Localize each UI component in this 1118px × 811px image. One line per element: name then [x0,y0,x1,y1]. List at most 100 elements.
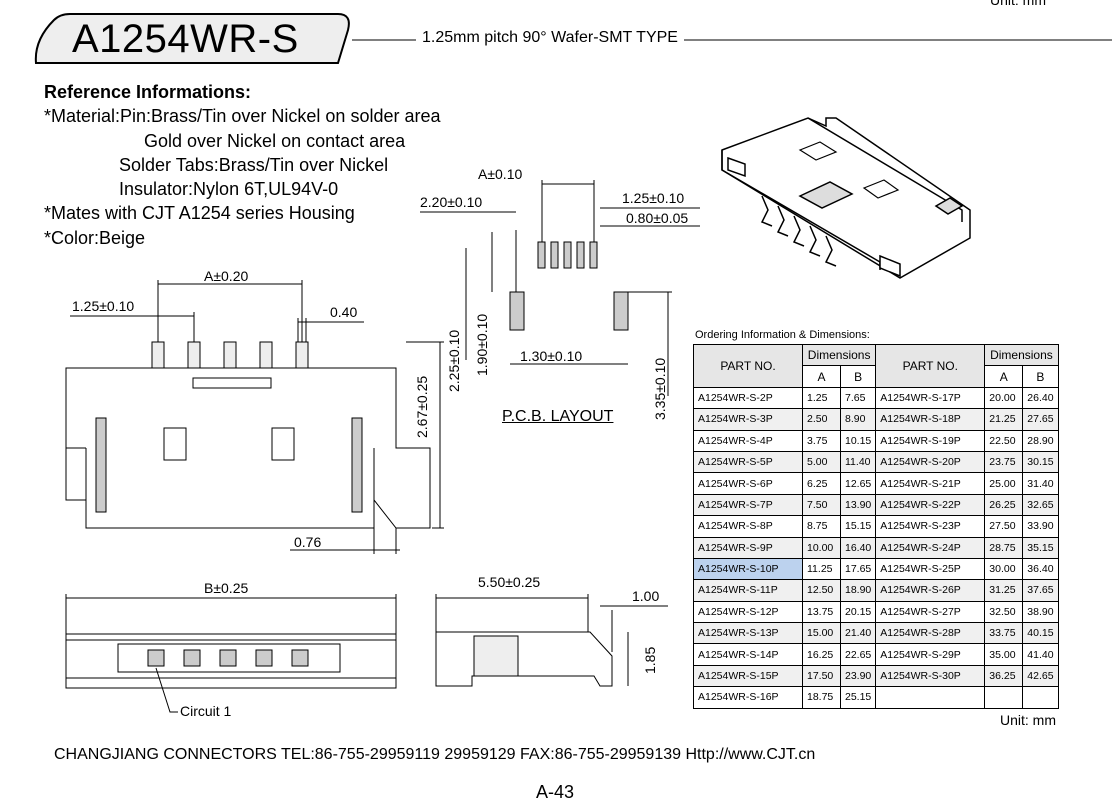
dim-pitch: 1.25±0.10 [72,298,135,314]
pcb-dim-a: A±0.10 [478,166,523,182]
pcb-dim-335: 3.35±0.10 [652,357,668,420]
table-cell: 22.50 [984,429,1024,452]
table-cell: A1254WR-S-25P [875,557,986,581]
dim-tab: 0.76 [294,534,322,550]
table-cell: A1254WR-S-8P [693,515,803,538]
table-cell: 23.90 [839,664,877,688]
table-cell: A1254WR-S-30P [875,664,986,688]
table-cell: 26.40 [1022,386,1059,410]
table-cell: A1254WR-S-2P [693,386,803,410]
title-tab-shape [34,13,350,64]
table-cell: 42.65 [1022,664,1059,688]
table-cell: 32.50 [984,600,1024,624]
table-cell: A1254WR-S-21P [875,472,986,495]
table-cell: 10.00 [802,536,841,559]
dim-side: 1.00 [632,588,660,604]
table-cell: A1254WR-S-15P [693,664,803,688]
table-cell: 12.50 [802,579,841,602]
table-cell: A1254WR-S-16P [693,686,803,709]
pcb-layout-drawing [420,180,700,396]
circuit-label: Circuit 1 [180,703,232,719]
table-cell: 30.15 [1022,450,1059,474]
table-cell: A1254WR-S-14P [693,643,803,666]
subtitle: 1.25mm pitch 90° Wafer-SMT TYPE [416,28,684,48]
table-cell: A1254WR-S-22P [875,493,986,517]
table-cell: A1254WR-S-29P [875,643,986,666]
table-cell: 28.90 [1022,429,1059,452]
table-cell [1022,686,1059,709]
col-b: B [839,365,877,388]
bottom-view-drawing [65,594,397,713]
table-cell: 18.75 [802,686,841,709]
table-cell: 5.00 [802,450,841,474]
dim-pin-width: 0.40 [330,304,358,320]
table-cell: A1254WR-S-5P [693,450,803,474]
table-cell: 15.15 [839,515,877,538]
col-b-2: B [1022,365,1059,388]
col-part-no: PART NO. [693,344,803,388]
table-cell: 11.40 [839,450,877,474]
reference-line: Gold over Nickel on contact area [44,130,406,151]
pcb-dim-190: 1.90±0.10 [474,313,490,376]
table-cell: 32.65 [1022,493,1059,517]
model-title: A1254WR-S [72,17,299,61]
side-view-drawing [435,594,668,687]
table-cell: 36.40 [1022,557,1059,581]
pcb-dim-130: 1.30±0.10 [520,348,583,364]
col-dimensions: Dimensions [801,343,877,367]
table-cell: A1254WR-S-19P [875,429,986,452]
table-cell: A1254WR-S-4P [693,429,803,452]
page-number: A-43 [536,782,575,802]
table-cell: 8.75 [802,515,841,538]
table-cell: A1254WR-S-23P [875,515,986,538]
table-cell: A1254WR-S-28P [875,622,986,645]
dim-b: B±0.25 [204,580,249,596]
table-cell: 21.40 [839,622,877,645]
col-a: A [802,365,841,388]
ordering-table: PART NO. Dimensions PART NO. Dimensions … [693,343,1059,709]
table-cell: 20.15 [839,600,877,624]
unit-label-top: Unit: mm [990,0,1046,8]
dim-a: A±0.20 [204,268,249,284]
table-cell: 27.65 [1022,408,1059,431]
table-cell: 16.40 [839,536,877,559]
table-cell: 37.65 [1022,579,1059,602]
pcb-dim-220: 2.20±0.10 [420,194,483,210]
table-cell: 15.00 [802,622,841,645]
table-cell: 31.25 [984,579,1024,602]
table-cell: A1254WR-S-20P [875,450,986,474]
table-cell: 41.40 [1022,643,1059,666]
table-cell: 6.25 [802,472,841,495]
table-cell: 3.75 [802,429,841,452]
col-dimensions-2: Dimensions [984,343,1059,367]
reference-line: Insulator:Nylon 6T,UL94V-0 [44,179,339,200]
table-cell: 25.00 [984,472,1024,495]
reference-line: *Color:Beige [44,227,146,248]
table-cell: A1254WR-S-9P [693,536,803,559]
table-cell: A1254WR-S-18P [875,408,986,431]
table-cell: A1254WR-S-24P [875,536,986,559]
reference-heading: Reference Informations: [44,82,252,102]
dim-height: 2.67±0.25 [414,375,430,438]
table-cell: 2.50 [802,408,841,431]
table-cell: 1.25 [802,386,841,410]
unit-label-bottom: Unit: mm [1000,712,1056,728]
table-cell: A1254WR-S-17P [875,386,986,410]
connector-3d-picture [721,117,971,279]
table-cell [875,686,986,709]
table-cell: A1254WR-S-12P [693,600,803,624]
table-cell: 17.50 [802,664,841,688]
table-cell: 33.90 [1022,515,1059,538]
table-cell: 12.65 [839,472,877,495]
table-cell: 22.65 [839,643,877,666]
